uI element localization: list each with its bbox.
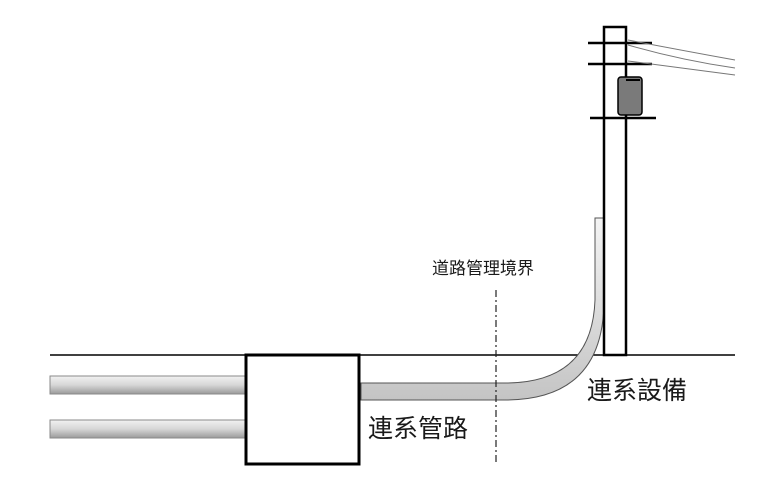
overhead-wire-1 [627,39,736,61]
overhead-wire-2 [627,44,736,69]
boundary-label: 道路管理境界 [432,259,534,279]
utility-pole [602,25,628,357]
transformer-icon [617,76,643,116]
overhead-wire-3 [627,60,736,76]
existing-pipe-upper [49,375,249,395]
handhole-box [244,353,361,466]
equipment-label: 連系設備 [587,376,687,405]
existing-pipe-lower [49,419,249,439]
conduit-pipe [360,217,605,401]
conduit-label: 連系管路 [368,414,468,443]
